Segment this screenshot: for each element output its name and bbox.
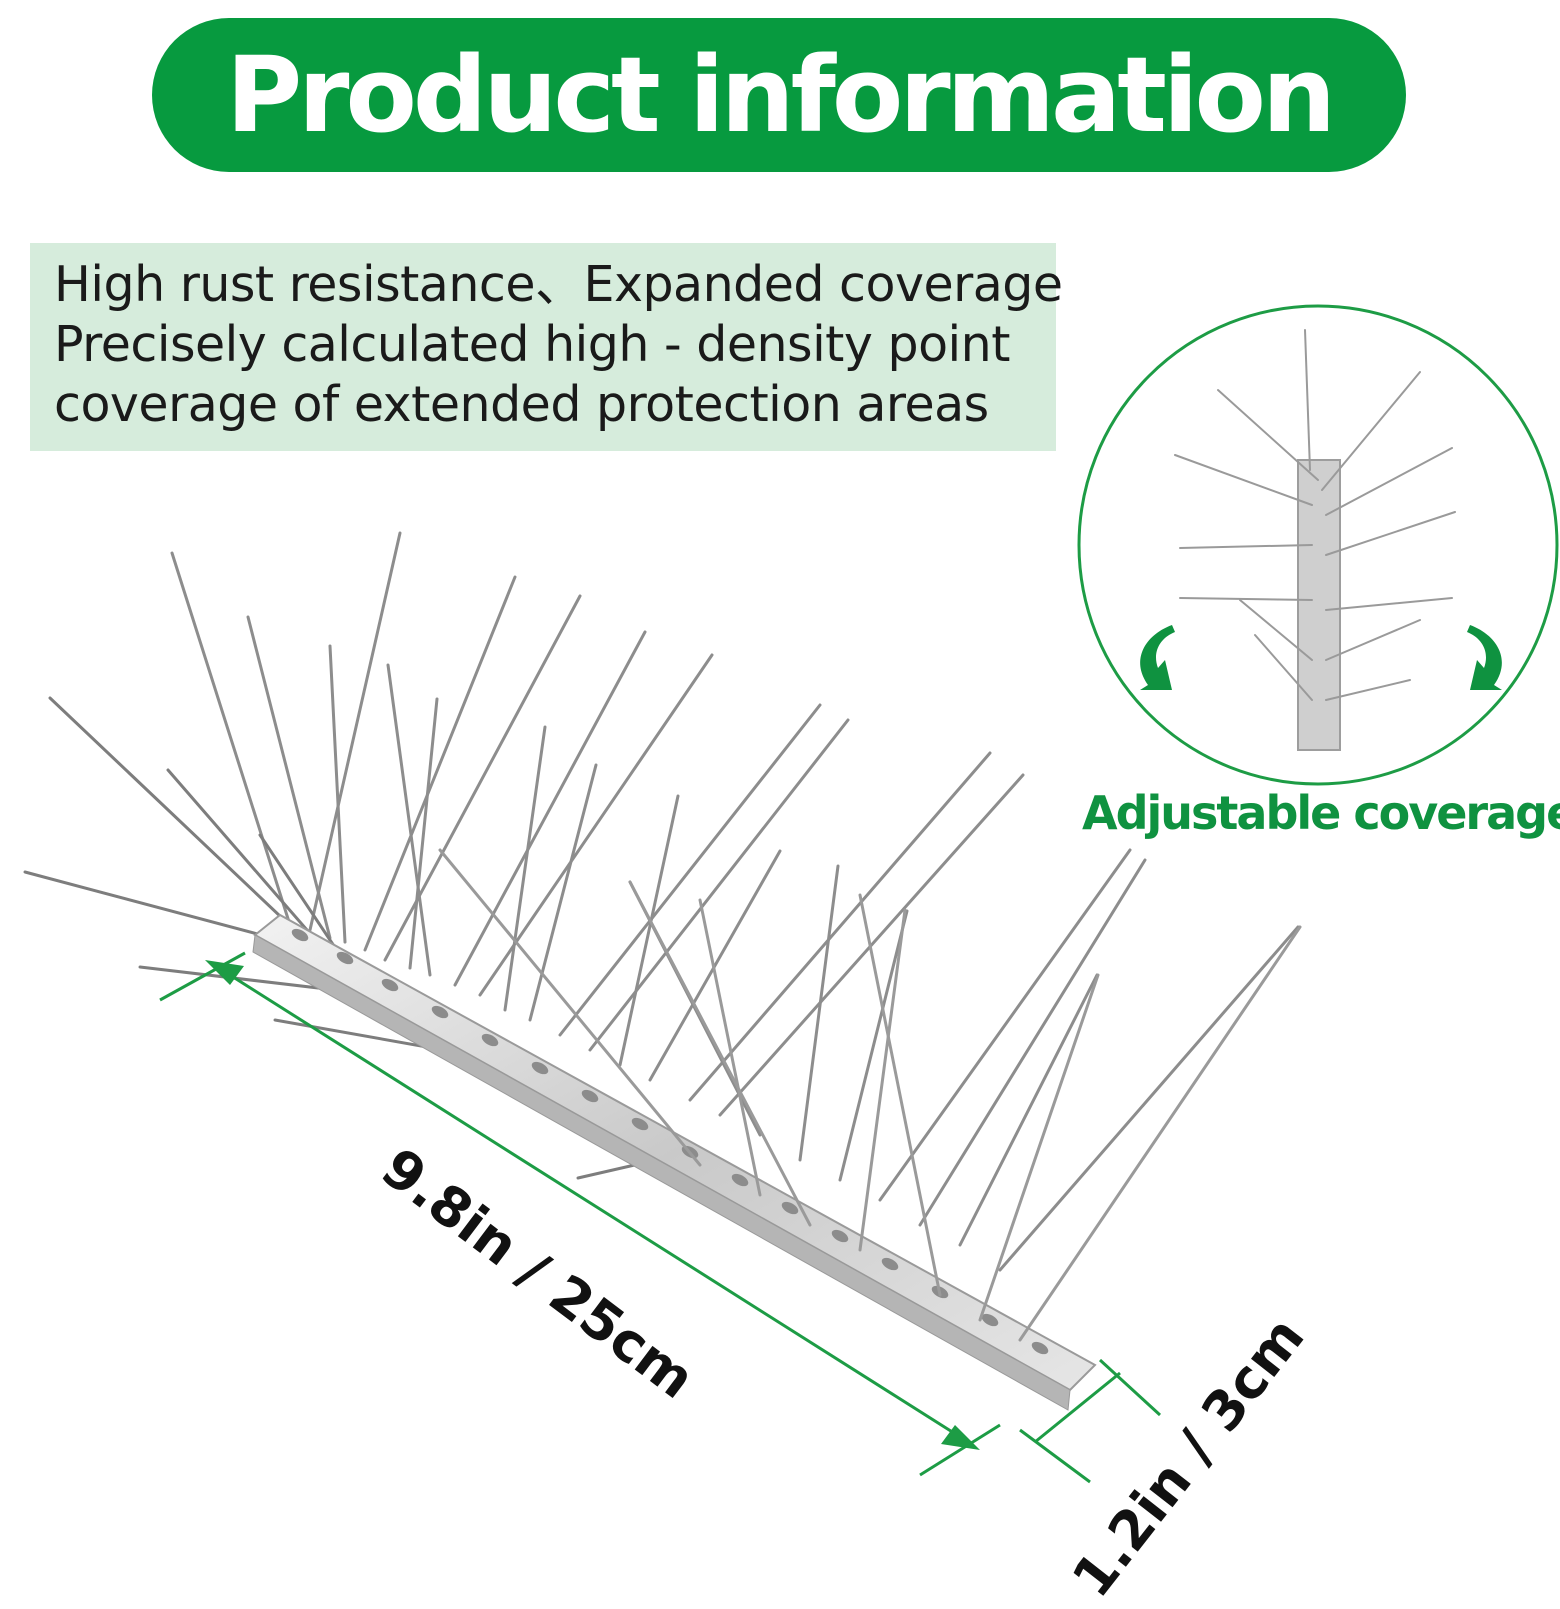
spike-base-strip [253,913,1097,1392]
rotate-left-arrow-icon [1140,625,1175,690]
spike-wires-front [438,848,1302,1342]
inset-caption: Adjustable coverage [1082,786,1560,840]
strip-holes [291,928,1049,1355]
title-banner: Product information [152,18,1406,172]
length-dimension-line [159,951,1001,1477]
rotate-right-arrow-icon [1467,625,1502,690]
feature-line-3: coverage of extended protection areas [54,376,989,433]
inset-adjustable-view [1077,304,1559,786]
page-title: Product information [225,34,1336,156]
feature-description-box: High rust resistance、Expanded coverage P… [30,243,1063,451]
feature-line-2: Precisely calculated high - density poin… [54,316,1010,373]
feature-line-1: High rust resistance、Expanded coverage [54,256,1063,313]
width-dimension-line [1019,1358,1162,1484]
spike-wires-back [170,531,1300,1272]
product-illustration [23,304,1559,1484]
